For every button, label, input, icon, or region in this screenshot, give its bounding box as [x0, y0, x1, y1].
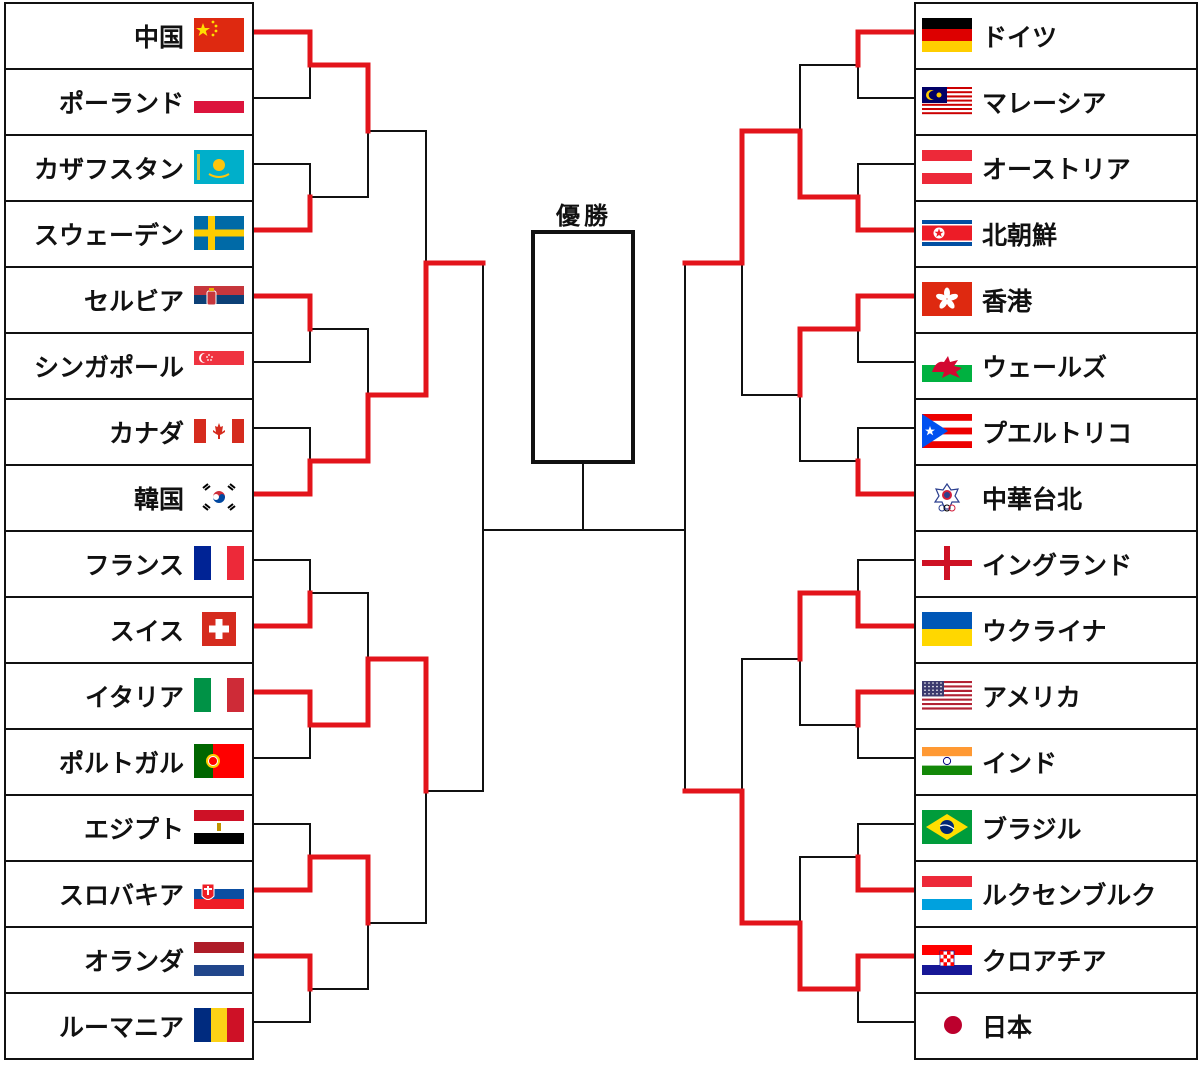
- team-cell-right-8: イングランド: [914, 530, 1198, 598]
- team-name: マレーシア: [982, 89, 1107, 118]
- team-cell-right-1: マレーシア: [914, 68, 1198, 136]
- team-name: スロバキア: [58, 881, 184, 910]
- team-cell-right-13: ルクセンブルク: [914, 860, 1198, 928]
- team-name: ブラジル: [982, 815, 1082, 844]
- team-name: スイス: [109, 617, 184, 646]
- team-name: 日本: [982, 1013, 1033, 1042]
- team-name: シンガポール: [33, 353, 184, 382]
- team-name: ルーマニア: [58, 1013, 184, 1042]
- team-name: プエルトリコ: [982, 419, 1133, 448]
- team-cell-right-15: 日本: [914, 992, 1198, 1060]
- champion-box: [531, 230, 635, 464]
- team-name: クロアチア: [982, 947, 1107, 976]
- italy-flag: [194, 678, 244, 712]
- team-cell-left-7: 韓国: [4, 464, 254, 532]
- wales-flag: [922, 348, 972, 382]
- team-name: オランダ: [83, 947, 184, 976]
- portugal-flag: [194, 744, 244, 778]
- ukraine-flag: [922, 612, 972, 646]
- brazil-flag: [922, 810, 972, 844]
- team-name: フランス: [84, 551, 184, 580]
- france-flag: [194, 546, 244, 580]
- team-cell-left-15: ルーマニア: [4, 992, 254, 1060]
- team-name: スウェーデン: [33, 221, 184, 250]
- germany-flag: [922, 18, 972, 52]
- team-cell-left-12: エジプト: [4, 794, 254, 862]
- netherlands-flag: [194, 942, 244, 976]
- team-cell-right-14: クロアチア: [914, 926, 1198, 994]
- team-cell-left-3: スウェーデン: [4, 200, 254, 268]
- team-name: 韓国: [133, 485, 184, 514]
- puerto-rico-flag: [922, 414, 972, 448]
- team-name: ポーランド: [58, 89, 184, 118]
- luxembourg-flag: [922, 876, 972, 910]
- team-name: ルクセンブルク: [982, 881, 1157, 910]
- team-cell-right-12: ブラジル: [914, 794, 1198, 862]
- team-name: セルビア: [83, 287, 184, 316]
- serbia-flag: [194, 282, 244, 316]
- team-name: 中国: [133, 23, 184, 52]
- england-flag: [922, 546, 972, 580]
- japan-flag: [922, 1008, 972, 1042]
- team-cell-right-6: プエルトリコ: [914, 398, 1198, 466]
- switzerland-flag: [194, 612, 244, 646]
- team-name: オーストリア: [982, 155, 1131, 184]
- team-cell-right-2: オーストリア: [914, 134, 1198, 202]
- team-cell-left-4: セルビア: [4, 266, 254, 334]
- team-cell-left-2: カザフスタン: [4, 134, 254, 202]
- team-name: ドイツ: [982, 23, 1058, 52]
- team-name: 香港: [982, 287, 1033, 316]
- romania-flag: [194, 1008, 244, 1042]
- team-name: カザフスタン: [33, 155, 184, 184]
- team-cell-left-8: フランス: [4, 530, 254, 598]
- india-flag: [922, 744, 972, 778]
- sweden-flag: [194, 216, 244, 250]
- team-name: イタリア: [84, 683, 184, 712]
- team-cell-right-11: インド: [914, 728, 1198, 796]
- team-name: エジプト: [83, 815, 184, 844]
- team-cell-left-6: カナダ: [4, 398, 254, 466]
- team-cell-right-5: ウェールズ: [914, 332, 1198, 400]
- champion-label: 優勝: [556, 202, 612, 230]
- team-cell-left-5: シンガポール: [4, 332, 254, 400]
- egypt-flag: [194, 810, 244, 844]
- team-cell-right-0: ドイツ: [914, 2, 1198, 70]
- poland-flag: [194, 84, 244, 118]
- malaysia-flag: [922, 84, 972, 118]
- team-name: ポルトガル: [58, 749, 184, 778]
- team-cell-left-14: オランダ: [4, 926, 254, 994]
- team-cell-right-9: ウクライナ: [914, 596, 1198, 664]
- team-cell-right-7: 中華台北: [914, 464, 1198, 532]
- team-name: インド: [982, 749, 1058, 778]
- team-cell-left-13: スロバキア: [4, 860, 254, 928]
- canada-flag: [194, 414, 244, 448]
- croatia-flag: [922, 942, 972, 976]
- team-cell-left-0: 中国: [4, 2, 254, 70]
- hong-kong-flag: [922, 282, 972, 316]
- team-cell-left-10: イタリア: [4, 662, 254, 730]
- north-korea-flag: [922, 216, 972, 250]
- team-name: ウクライナ: [982, 617, 1107, 646]
- china-flag: [194, 18, 244, 52]
- team-name: カナダ: [108, 419, 184, 448]
- team-cell-left-1: ポーランド: [4, 68, 254, 136]
- usa-flag: [922, 678, 972, 712]
- team-cell-left-9: スイス: [4, 596, 254, 664]
- team-cell-left-11: ポルトガル: [4, 728, 254, 796]
- singapore-flag: [194, 348, 244, 382]
- korea-flag: [194, 480, 244, 514]
- team-name: イングランド: [982, 551, 1133, 580]
- team-name: 北朝鮮: [982, 221, 1058, 250]
- team-name: 中華台北: [982, 485, 1083, 514]
- team-cell-right-3: 北朝鮮: [914, 200, 1198, 268]
- chinese-taipei-flag: [922, 480, 972, 514]
- team-cell-right-4: 香港: [914, 266, 1198, 334]
- slovakia-flag: [194, 876, 244, 910]
- austria-flag: [922, 150, 972, 184]
- team-name: アメリカ: [982, 683, 1081, 712]
- team-name: ウェールズ: [982, 353, 1108, 382]
- kazakhstan-flag: [194, 150, 244, 184]
- team-cell-right-10: アメリカ: [914, 662, 1198, 730]
